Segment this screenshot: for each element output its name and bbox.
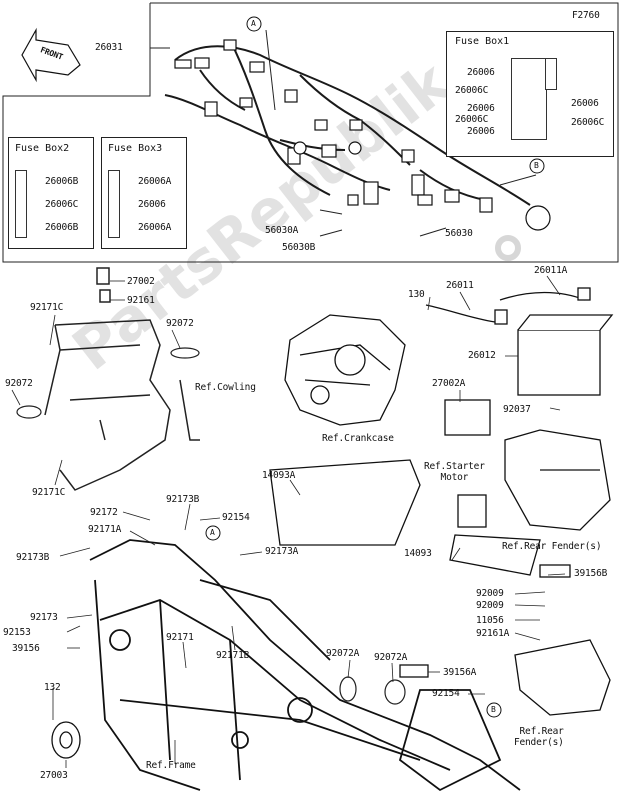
fb1-left-1: 26006C — [455, 85, 489, 96]
part-14093: 14093 — [404, 548, 432, 559]
part-92072-right: 92072 — [166, 318, 194, 329]
bracket-lines — [44, 267, 200, 491]
part-92173: 92173 — [30, 612, 58, 623]
part-56030: 56030 — [445, 228, 473, 239]
part-92171c-bottom: 92171C — [32, 487, 66, 498]
fuse-box1-block — [511, 58, 547, 140]
callout-b-bottom: B — [491, 705, 496, 714]
fuse-box3-title: Fuse Box3 — [108, 143, 163, 154]
part-26011: 26011 — [446, 280, 474, 291]
fuse-box2: Fuse Box2 26006B 26006C 26006B — [8, 137, 94, 249]
front-arrow-shape — [21, 27, 81, 83]
gear-watermark — [495, 235, 521, 261]
part-26011a: 26011A — [534, 265, 568, 276]
fb1-left-3: 26006C — [455, 114, 489, 125]
ref-cowling: Ref.Cowling — [195, 382, 256, 393]
part-27003: 27003 — [40, 770, 68, 781]
leader-lines — [11, 275, 566, 768]
part-11056: 11056 — [476, 615, 504, 626]
part-92153: 92153 — [3, 627, 31, 638]
part-56030b: 56030B — [282, 242, 316, 253]
part-39156a: 39156A — [443, 667, 477, 678]
fb3-label-2: 26006A — [138, 222, 172, 233]
fuse-box3: Fuse Box3 26006A 26006 26006A — [101, 137, 187, 249]
part-92171b: 92171B — [216, 650, 250, 661]
part-92171c-top: 92171C — [30, 302, 64, 313]
part-39156b: 39156B — [574, 568, 608, 579]
part-92171: 92171 — [166, 632, 194, 643]
part-92072a-right: 92072A — [374, 652, 408, 663]
part-92161: 92161 — [127, 295, 155, 306]
fuse-box1: Fuse Box1 26006 26006C 26006 26006C 2600… — [446, 31, 614, 157]
fb1-right-1: 26006C — [571, 117, 605, 128]
part-26012: 26012 — [468, 350, 496, 361]
rings — [16, 347, 406, 705]
fuse-box3-block — [108, 170, 120, 238]
callout-a-bottom: A — [210, 528, 215, 537]
part-92173b-top: 92173B — [166, 494, 200, 505]
part-130: 130 — [408, 289, 425, 300]
horn — [51, 721, 81, 759]
part-92009-b: 92009 — [476, 600, 504, 611]
ref-rear-fender-1: Ref.Rear Fender(s) — [502, 541, 602, 552]
wiring-harness — [164, 39, 531, 206]
part-27002a: 27002A — [432, 378, 466, 389]
fb2-label-1: 26006C — [45, 199, 79, 210]
part-92173a: 92173A — [265, 546, 299, 557]
fb1-left-4: 26006 — [467, 126, 495, 137]
part-14093a: 14093A — [262, 470, 296, 481]
top-panel-outline — [2, 2, 619, 263]
part-92173b-left: 92173B — [16, 552, 50, 563]
fb1-right-0: 26006 — [571, 98, 599, 109]
crankcase — [284, 314, 406, 426]
part-92154-bottom: 92154 — [432, 688, 460, 699]
part-92072a-left: 92072A — [326, 648, 360, 659]
ref-starter-motor: Ref.Starter Motor — [424, 461, 485, 483]
part-92171a: 92171A — [88, 524, 122, 535]
part-132: 132 — [44, 682, 61, 693]
fb2-label-0: 26006B — [45, 176, 79, 187]
part-39156: 39156 — [12, 643, 40, 654]
fuse-box1-title: Fuse Box1 — [455, 36, 510, 47]
part-27002: 27002 — [127, 276, 155, 287]
part-92037: 92037 — [503, 404, 531, 415]
callout-b-top: B — [534, 161, 539, 170]
part-56030a: 56030A — [265, 225, 299, 236]
part-26031: 26031 — [95, 42, 123, 53]
part-92161a: 92161A — [476, 628, 510, 639]
fb1-left-2: 26006 — [467, 103, 495, 114]
part-92009-a: 92009 — [476, 588, 504, 599]
callout-a-top: A — [251, 19, 256, 28]
ref-frame: Ref.Frame — [146, 760, 196, 771]
fuse-box2-title: Fuse Box2 — [15, 143, 70, 154]
fb3-label-1: 26006 — [138, 199, 166, 210]
frame — [89, 539, 521, 792]
part-92172: 92172 — [90, 507, 118, 518]
fb1-left-0: 26006 — [467, 67, 495, 78]
fuse-box2-block — [15, 170, 27, 238]
part-92154-top: 92154 — [222, 512, 250, 523]
fb3-label-0: 26006A — [138, 176, 172, 187]
figure-id: F2760 — [572, 10, 600, 21]
harness-connectors — [174, 39, 551, 231]
ref-rear-fender-2: Ref.Rear Fender(s) — [514, 726, 564, 748]
callout-circles — [205, 16, 545, 718]
part-92072-left: 92072 — [5, 378, 33, 389]
battery-area — [269, 287, 614, 716]
ref-crankcase: Ref.Crankcase — [322, 433, 394, 444]
fb2-label-2: 26006B — [45, 222, 79, 233]
fuse-box1-side — [545, 58, 557, 90]
